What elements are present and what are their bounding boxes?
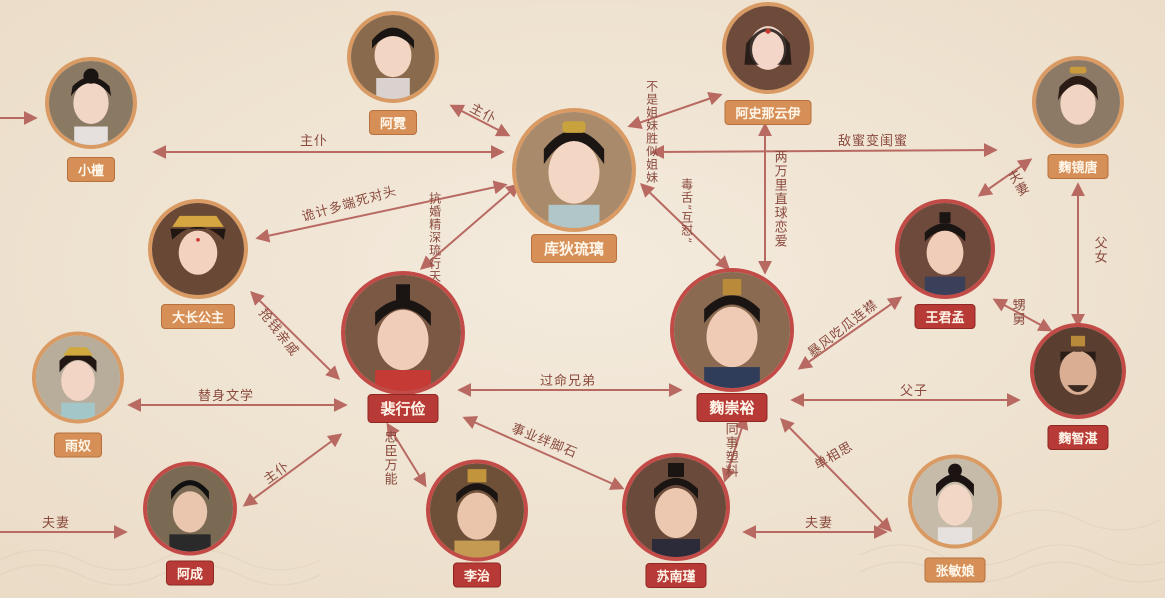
portrait-avatar — [670, 268, 794, 392]
portrait-avatar — [895, 199, 995, 299]
portrait-avatar — [1032, 56, 1124, 148]
edge-line — [721, 415, 749, 483]
relation-label: 父女 — [1091, 236, 1107, 264]
person-name: 库狄琉璃 — [530, 234, 618, 263]
person-name: 大长公主 — [160, 304, 236, 329]
person-node-lizhi[interactable]: 李治 — [422, 459, 532, 588]
relation-label: 两万里直球恋爱 — [771, 150, 787, 248]
person-node-yunu[interactable]: 雨奴 — [28, 331, 128, 458]
person-node-quchongyu[interactable]: 麴崇裕 — [667, 268, 797, 422]
relation-label: 同事塑料 — [722, 422, 738, 478]
edge-line — [627, 92, 723, 129]
wave-decoration — [0, 509, 1165, 586]
portrait-avatar — [341, 271, 465, 395]
portrait-avatar — [426, 459, 528, 562]
edge-line — [386, 422, 427, 488]
person-node-ashina[interactable]: 阿史那云伊 — [718, 2, 818, 125]
person-name: 阿成 — [165, 560, 215, 586]
person-node-xiaotan[interactable]: 小檀 — [41, 57, 141, 182]
person-name: 麴智湛 — [1047, 425, 1109, 450]
person-node-acheng[interactable]: 阿成 — [140, 461, 240, 586]
person-node-ajing[interactable]: 阿霓 — [343, 11, 443, 135]
person-name: 王君孟 — [914, 304, 976, 329]
person-node-peixingjian[interactable]: 裴行俭 — [338, 271, 468, 423]
relation-label: 敌蜜变闺蜜 — [838, 134, 909, 149]
edge-line — [419, 183, 521, 270]
relation-label: 夫妻 — [805, 516, 834, 531]
portrait-avatar — [512, 108, 636, 232]
portrait-avatar — [148, 199, 248, 299]
portrait-avatar — [143, 461, 237, 556]
edge-line — [250, 291, 340, 380]
edge-line — [780, 418, 892, 532]
person-name: 小檀 — [66, 157, 116, 182]
person-name: 张敏娘 — [924, 557, 986, 583]
edge-line — [650, 143, 998, 159]
relation-label: 夫妻 — [42, 516, 71, 531]
person-name: 苏南瑾 — [645, 563, 707, 588]
relation-label: 甥舅 — [1009, 298, 1025, 326]
person-node-sunanjin[interactable]: 苏南瑾 — [616, 453, 736, 588]
person-node-kudi[interactable]: 库狄琉璃 — [509, 108, 639, 263]
person-name: 雨奴 — [53, 432, 103, 458]
person-name: 麴镜唐 — [1047, 154, 1109, 179]
person-name: 麴崇裕 — [696, 393, 768, 422]
relation-label: 父子 — [900, 384, 929, 399]
relation-label: 毒舌“互怼” — [679, 178, 694, 245]
relation-label: 过命兄弟 — [540, 374, 597, 389]
person-name: 阿史那云伊 — [724, 100, 812, 125]
portrait-avatar — [347, 11, 439, 103]
person-node-qujingtang[interactable]: 麴镜唐 — [1028, 56, 1128, 179]
portrait-avatar — [1030, 323, 1126, 419]
edge-line — [797, 296, 903, 370]
portrait-avatar — [722, 2, 814, 94]
person-name: 阿霓 — [368, 110, 418, 135]
portrait-avatar — [32, 331, 124, 424]
person-node-quzhizhan[interactable]: 麴智湛 — [1023, 323, 1133, 453]
relation-label: 主仆 — [300, 134, 329, 149]
portrait-avatar — [908, 454, 1002, 549]
edge-line — [242, 433, 343, 507]
relation-label: 不是姐妹胜似姐妹 — [644, 80, 659, 184]
person-name: 裴行俭 — [367, 394, 439, 423]
edge-line — [639, 183, 731, 270]
person-node-zhangminniang[interactable]: 张敏娘 — [900, 454, 1010, 583]
portrait-avatar — [622, 453, 730, 561]
edge-line — [449, 104, 511, 137]
relation-label: 忠臣万能 — [381, 430, 397, 486]
edge-line — [992, 298, 1053, 332]
portrait-avatar — [45, 57, 137, 149]
relation-label: 替身文学 — [198, 389, 255, 404]
edge-line — [462, 416, 625, 490]
edge-line — [977, 158, 1033, 197]
relation-label: 抗婚精深琉行天石 — [427, 192, 442, 296]
person-name: 李治 — [452, 562, 502, 588]
person-node-changgongzhu[interactable]: 大长公主 — [143, 197, 253, 329]
person-node-wangjunmeng[interactable]: 王君孟 — [890, 197, 1000, 329]
